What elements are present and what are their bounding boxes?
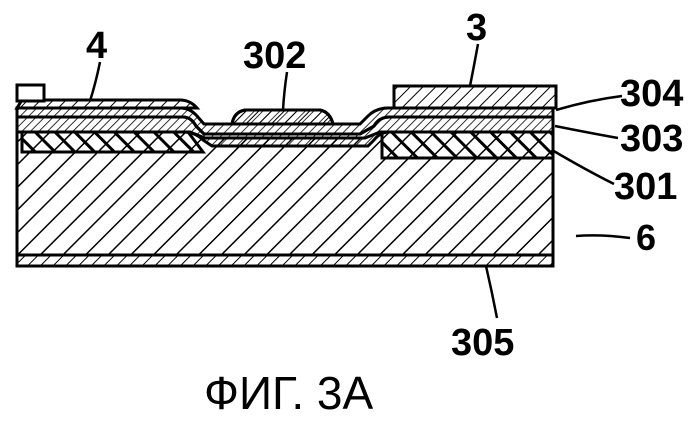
leader-line-301 [552,150,614,184]
leader-line-305 [486,266,497,318]
label-6: 6 [636,217,656,258]
leader-line-4 [90,62,100,101]
leader-line-302 [283,72,287,110]
label-304: 304 [620,73,683,115]
label-303: 303 [620,118,683,160]
electrode-4-end-block [17,85,44,101]
label-302: 302 [243,35,306,77]
region-301-right [382,132,553,158]
leader-line-304 [556,96,622,110]
label-301: 301 [614,166,677,208]
label-4: 4 [86,25,107,67]
region-301-left [22,132,203,152]
leader-line-303 [555,126,618,138]
label-3: 3 [466,7,487,49]
label-305: 305 [451,322,514,364]
leader-line-6 [576,235,630,238]
electrode-3 [394,86,556,108]
leader-line-3 [470,44,478,86]
figure-caption: ФИГ. 3А [204,367,373,419]
bottom-layer-305 [17,255,553,266]
region-302 [232,110,333,124]
